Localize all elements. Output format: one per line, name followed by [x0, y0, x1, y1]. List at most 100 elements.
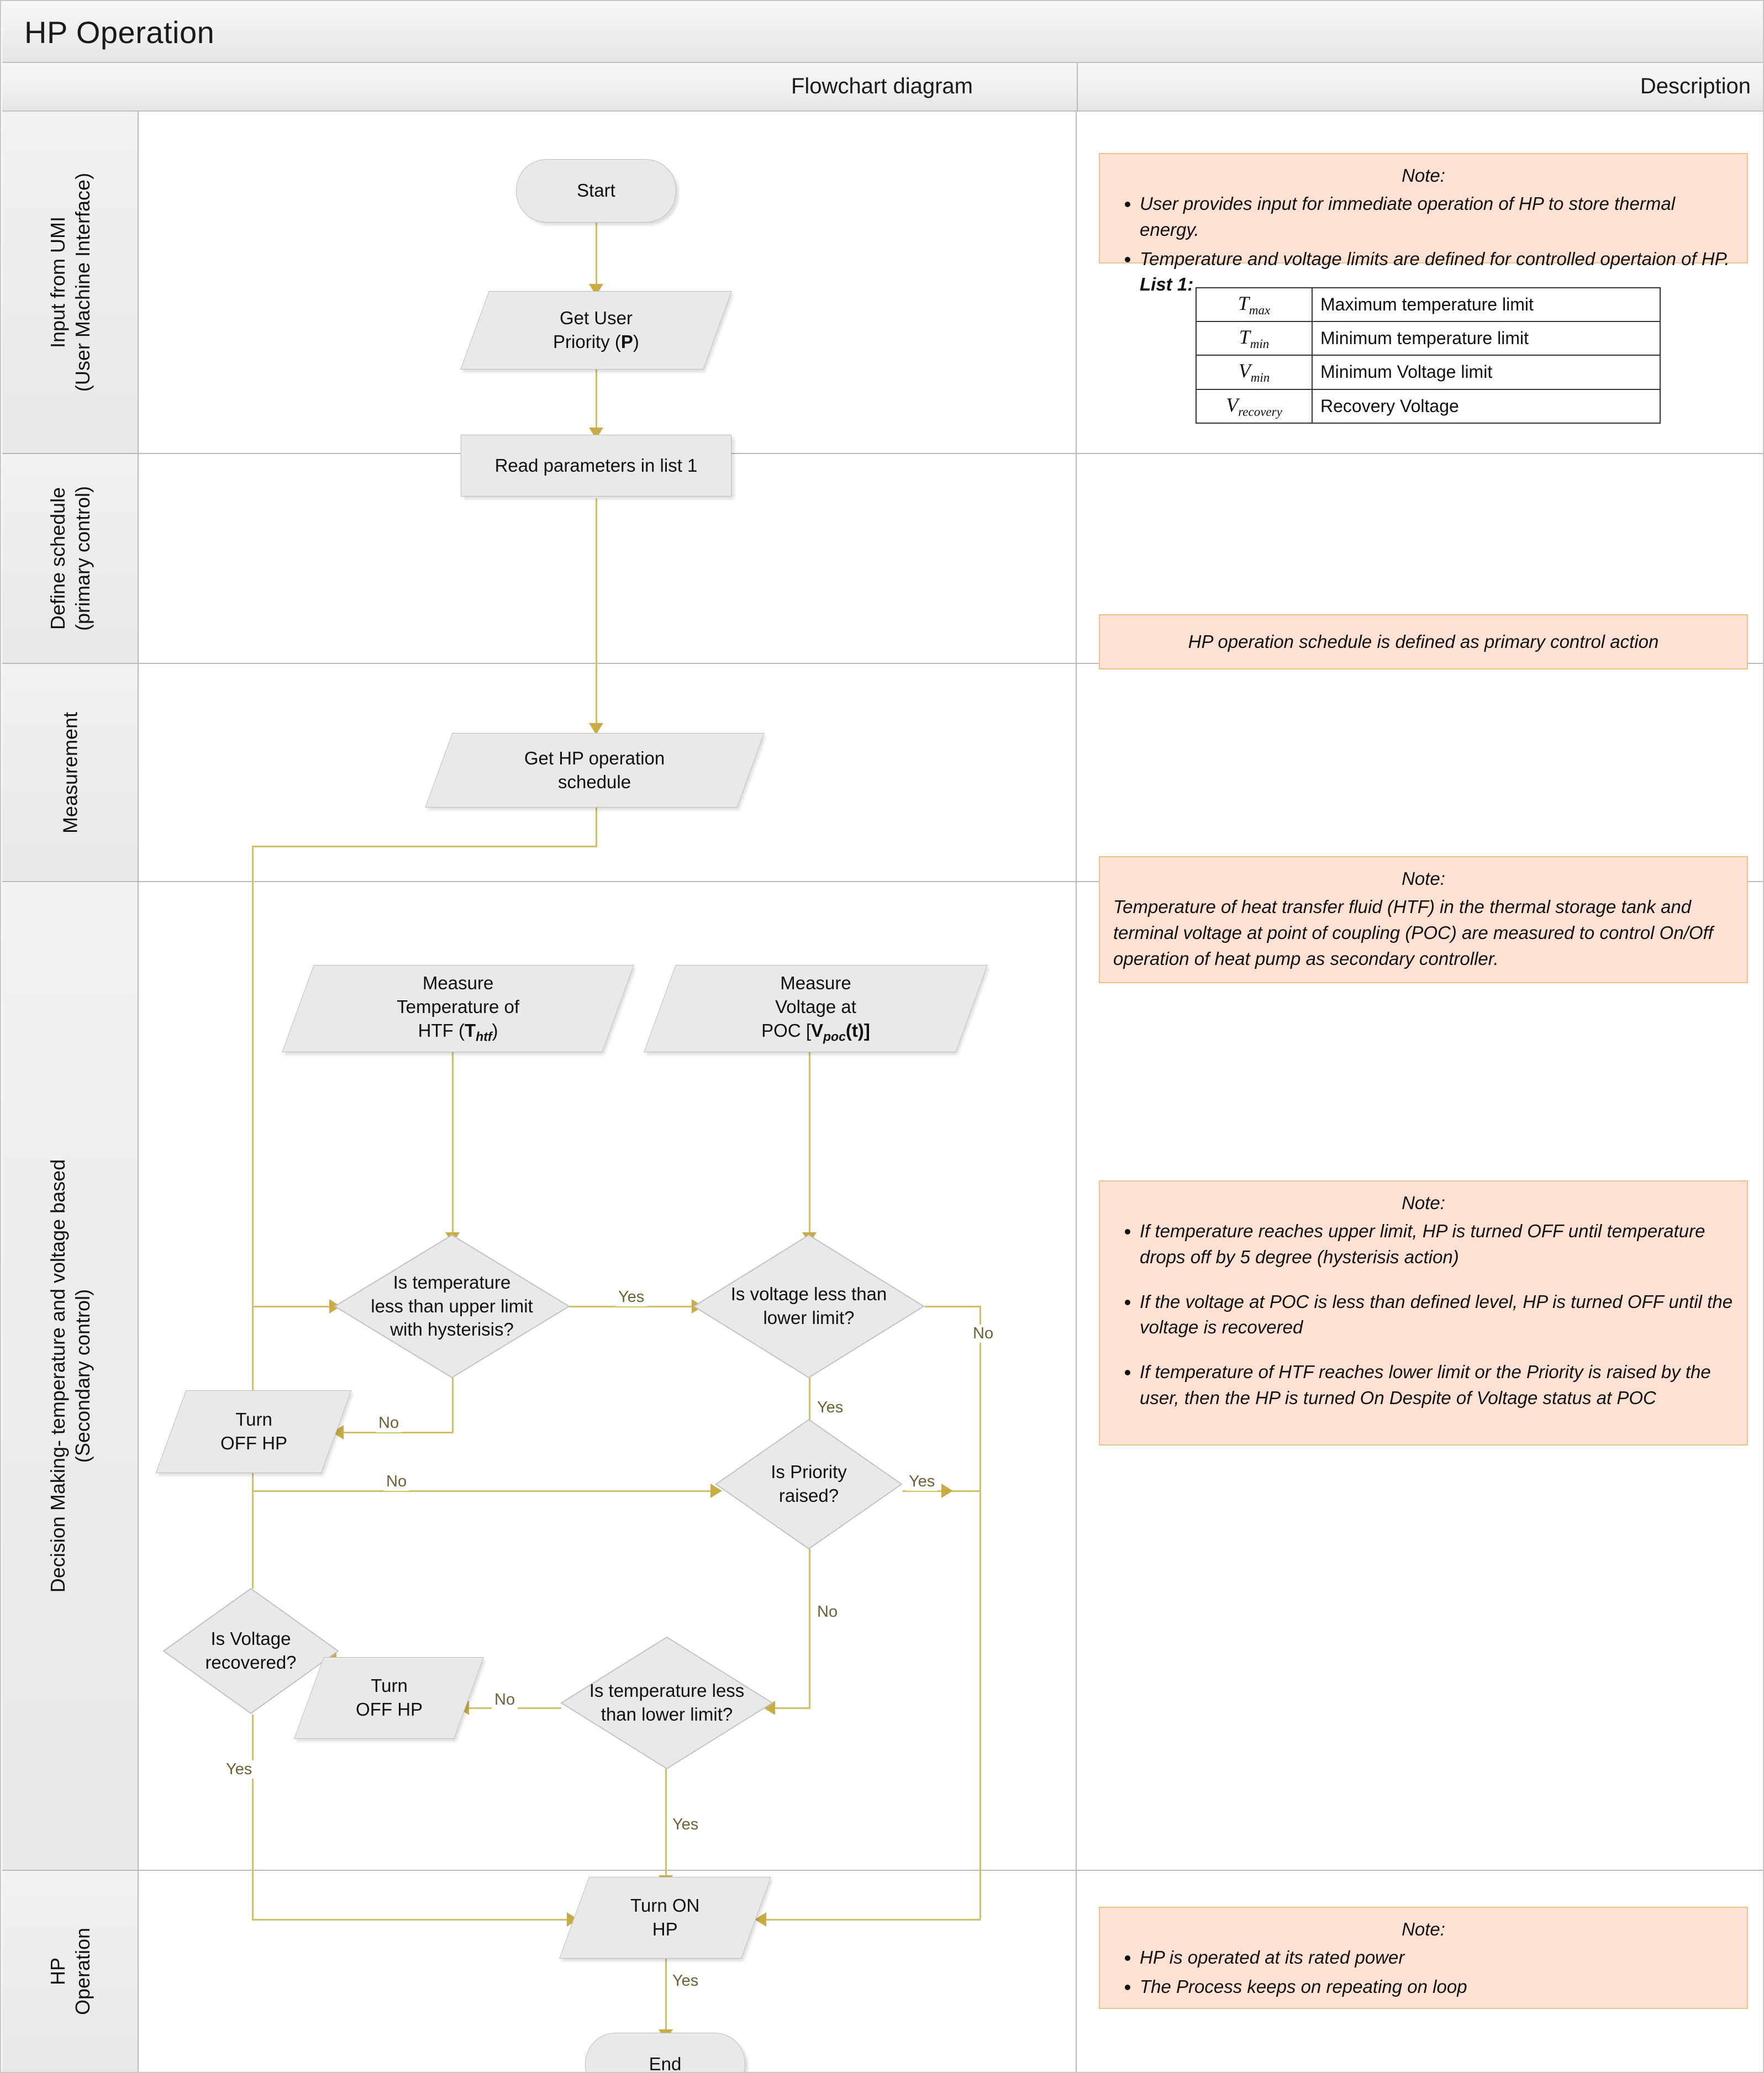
lane-description-measurement	[1077, 664, 1763, 881]
edge-label-yes: Yes	[615, 1288, 647, 1306]
node-decision-temperature-lower-limit[interactable]: Is temperature less than lower limit?	[560, 1636, 773, 1770]
list-item: HP is operated at its rated power	[1140, 1945, 1734, 1971]
list-item: User provides input for immediate operat…	[1140, 191, 1734, 243]
node-turn-off-hp-lower[interactable]: Turn OFF HP	[294, 1657, 484, 1739]
list-item: The Process keeps on repeating on loop	[1140, 1974, 1734, 2000]
list-1-table: Tmax Maximum temperature limit Tmin Mini…	[1196, 287, 1661, 424]
diamond-shape-icon	[334, 1234, 570, 1379]
diamond-shape-icon	[162, 1587, 339, 1715]
connector-voltrec-yes-down	[252, 1715, 254, 1920]
edge-label-yes: Yes	[223, 1760, 255, 1779]
node-measure-voltage[interactable]: Measure Voltage at POC [Vpoc(t)]	[644, 965, 988, 1052]
node-end[interactable]: End	[585, 2033, 745, 2072]
node-get-user-priority[interactable]: Get User Priority (P)	[460, 291, 732, 370]
edge-label-no: No	[814, 1603, 841, 1621]
connector-priority-no-left	[773, 1707, 810, 1709]
note-define-schedule: HP operation schedule is defined as prim…	[1099, 614, 1748, 669]
note-heading: Note:	[1402, 1193, 1445, 1213]
arrowhead-down	[589, 723, 603, 735]
note-hp-operation: Note: HP is operated at its rated power …	[1099, 1907, 1748, 2009]
description-column-divider	[1076, 112, 1077, 2072]
node-read-parameters[interactable]: Read parameters in list 1	[461, 435, 731, 497]
node-decision-voltage-recovered[interactable]: Is Voltage recovered?	[162, 1587, 339, 1715]
definition-cell: Maximum temperature limit	[1312, 287, 1661, 323]
connector-voltrec-yes-right	[252, 1919, 572, 1921]
note-decision-making: Note: If temperature reaches upper limit…	[1099, 1180, 1748, 1446]
connector-right-into-turnon	[763, 1919, 981, 1921]
node-measure-temperature[interactable]: Measure Temperature of HTF (Thtf)	[282, 965, 634, 1052]
lane-measurement: Measurement	[2, 664, 1763, 882]
note-measurement: Note: Temperature of heat transfer fluid…	[1099, 856, 1748, 983]
list-item: If the voltage at POC is less than defin…	[1140, 1289, 1734, 1341]
connector-schedule-down	[596, 794, 597, 846]
column-header-flowchart: Flowchart diagram	[791, 74, 973, 98]
edge-label-yes: Yes	[814, 1399, 846, 1417]
symbol-cell: Tmin	[1196, 321, 1313, 356]
note-bullet-list: User provides input for immediate operat…	[1113, 191, 1734, 298]
definition-cell: Minimum Voltage limit	[1312, 355, 1661, 390]
arrowhead-left	[755, 1912, 766, 1927]
edge-label-no: No	[492, 1691, 518, 1709]
node-get-hp-operation-schedule[interactable]: Get HP operation schedule	[425, 733, 765, 808]
column-divider	[1077, 63, 1078, 112]
connector-templower-yes-down	[665, 1766, 667, 1877]
lane-header-decision-making: Decision Making- temperature and voltage…	[2, 882, 138, 1870]
node-decision-voltage-lower-limit[interactable]: Is voltage less than lower limit?	[693, 1234, 925, 1379]
connector-priority-no-down	[809, 1549, 810, 1709]
connector-left-riser	[252, 846, 254, 1307]
arrowhead-right	[710, 1484, 722, 1498]
node-decision-temperature-upper-limit[interactable]: Is temperature less than upper limit wit…	[334, 1234, 570, 1379]
connector-temp-no-left	[341, 1432, 453, 1433]
list-item: If temperature of HTF reaches lower limi…	[1140, 1359, 1734, 1411]
table-row: Tmax Maximum temperature limit	[1196, 287, 1661, 323]
table-row: Vmin Minimum Voltage limit	[1196, 355, 1661, 390]
node-turn-off-hp-upper[interactable]: Turn OFF HP	[155, 1390, 352, 1473]
table-row: Vrecovery Recovery Voltage	[1196, 388, 1661, 424]
edge-label-yes: Yes	[906, 1473, 938, 1491]
column-header-row: Flowchart diagram Description	[2, 63, 1763, 112]
connector-temp-measure-to-decision	[452, 1051, 454, 1234]
note-bullet-list: HP is operated at its rated power The Pr…	[1113, 1945, 1734, 2000]
list-item: Temperature and voltage limits are defin…	[1140, 246, 1734, 298]
connector-into-temp-decision	[252, 1306, 335, 1307]
connector-volt-no-riser	[980, 1306, 981, 1919]
connector-start-to-priority	[596, 222, 597, 286]
note-input-from-umi: Note: User provides input for immediate …	[1099, 153, 1748, 294]
lane-header-input-from-umi: Input from UMI (User Machine Interface)	[2, 112, 138, 453]
table-row: Tmin Minimum temperature limit	[1196, 321, 1661, 356]
connector-volt-no-right	[925, 1306, 981, 1307]
edge-label-no: No	[383, 1473, 410, 1491]
node-start[interactable]: Start	[516, 159, 676, 223]
connector-read-to-schedule	[596, 498, 597, 725]
lane-header-define-schedule: Define schedule (primary control)	[2, 454, 138, 663]
note-bullet-list: If temperature reaches upper limit, HP i…	[1113, 1219, 1734, 1411]
list-item: If temperature reaches upper limit, HP i…	[1140, 1219, 1734, 1270]
lane-label-input-from-umi: Input from UMI (User Machine Interface)	[46, 172, 94, 392]
note-text: Temperature of heat transfer fluid (HTF)…	[1113, 896, 1713, 969]
symbol-cell: Vmin	[1196, 355, 1313, 390]
lane-header-measurement: Measurement	[2, 664, 138, 881]
note-heading: Note:	[1402, 1919, 1445, 1939]
connector-turnon-to-end	[665, 1956, 667, 2031]
lane-label-decision-making: Decision Making- temperature and voltage…	[46, 1159, 94, 1593]
note-heading: Note:	[1402, 868, 1445, 889]
node-turn-on-hp[interactable]: Turn ON HP	[559, 1877, 771, 1959]
connector-to-priority-no	[252, 1490, 716, 1492]
edge-label-yes: Yes	[670, 1816, 702, 1834]
edge-label-yes: Yes	[670, 1972, 702, 1990]
definition-cell: Recovery Voltage	[1312, 388, 1661, 424]
lane-column-divider	[138, 112, 139, 2072]
edge-label-no: No	[970, 1325, 997, 1343]
lane-label-measurement: Measurement	[59, 711, 81, 834]
diamond-shape-icon	[560, 1636, 773, 1770]
title-bar: HP Operation	[2, 2, 1763, 63]
node-decision-priority-raised[interactable]: Is Priority raised?	[715, 1418, 903, 1550]
lane-header-hp-operation: HP Operation	[2, 1871, 138, 2072]
column-header-description: Description	[1640, 74, 1751, 98]
connector-volt-measure-to-decision	[809, 1051, 810, 1234]
content-area: Input from UMI (User Machine Interface) …	[2, 112, 1763, 2072]
lane-label-define-schedule: Define schedule (primary control)	[46, 486, 94, 631]
diamond-shape-icon	[693, 1234, 925, 1379]
note-heading: Note:	[1402, 165, 1445, 186]
page-title: HP Operation	[24, 15, 215, 50]
